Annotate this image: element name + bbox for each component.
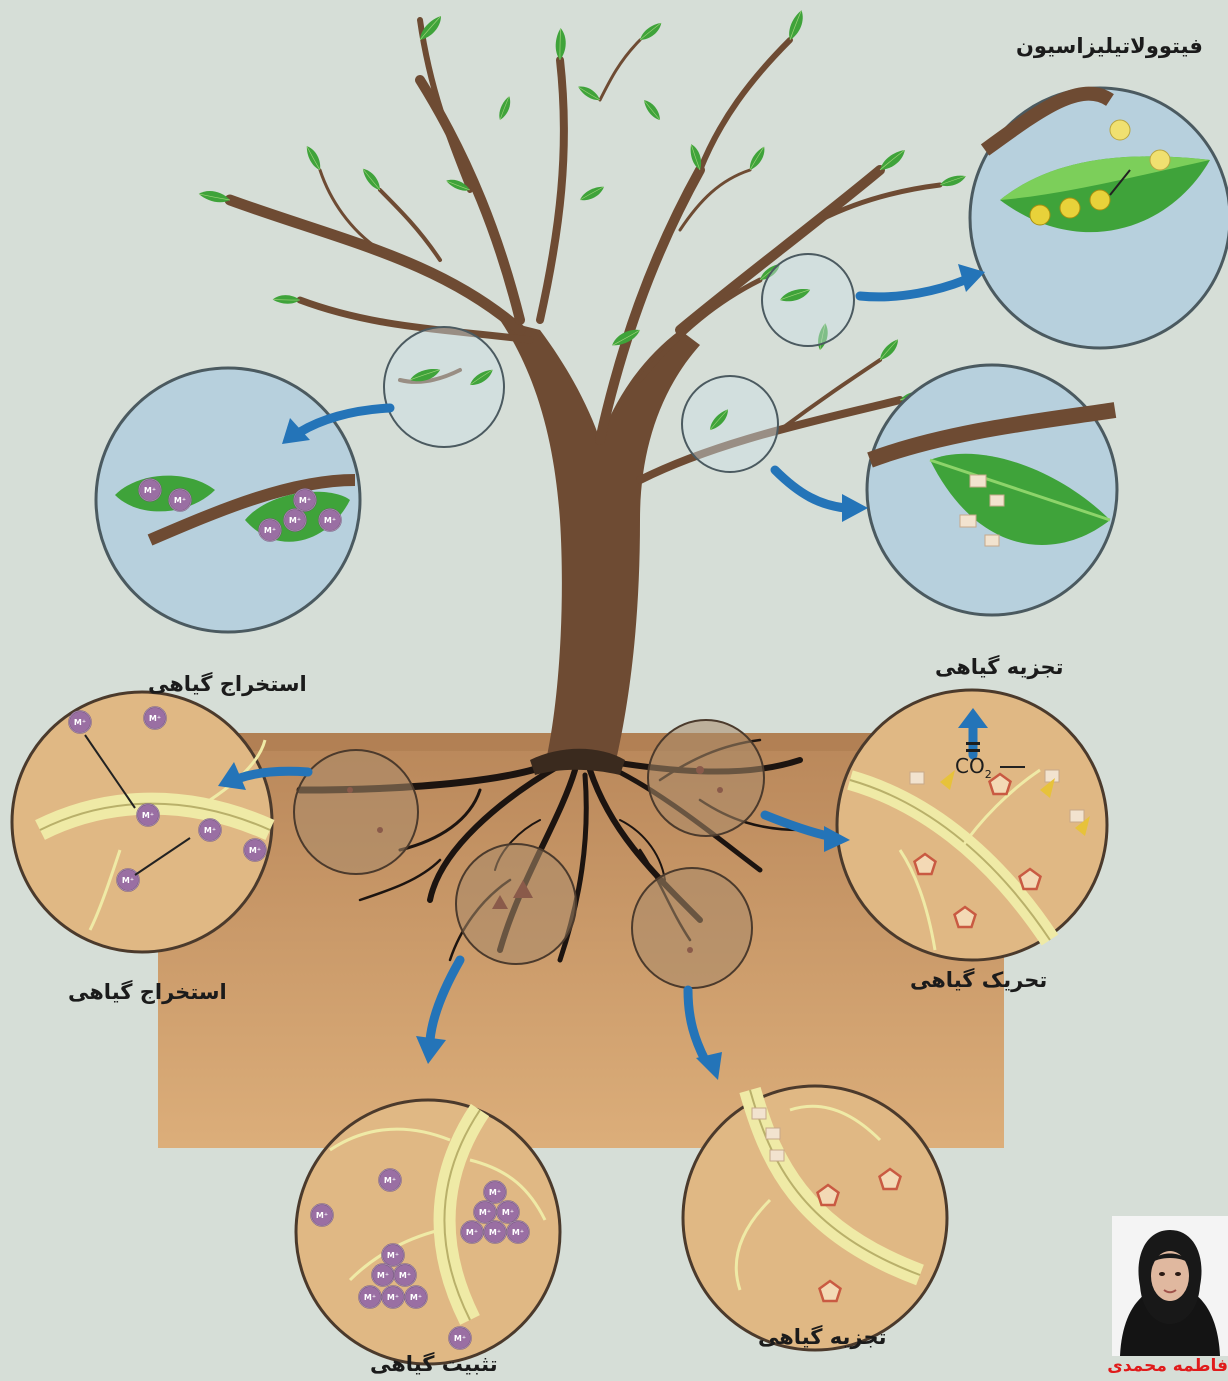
metal-ion-label: M⁺ — [316, 1211, 328, 1220]
metal-ion-label: M⁺ — [204, 826, 216, 835]
label-phytoextraction-lower: استخراج گیاهی — [68, 980, 227, 1004]
tree-trunk — [500, 320, 700, 775]
phytovolatilization-zoom — [970, 88, 1228, 348]
metal-ion-label: M⁺ — [299, 496, 311, 505]
co2-text: CO — [955, 754, 985, 778]
author-name: فاطمه محمدی — [1107, 1356, 1228, 1376]
metal-ion-label: M⁺ — [364, 1293, 376, 1302]
label-phytodegradation-lower: تجزیه گیاهی — [758, 1325, 887, 1349]
arrow-to-phytodegradation-upper — [775, 470, 845, 508]
label-phytoextraction-upper: استخراج گیاهی — [148, 672, 307, 696]
metal-ion-label: M⁺ — [410, 1293, 422, 1302]
metal-ion-label: M⁺ — [489, 1228, 501, 1237]
metal-ion-label: M⁺ — [144, 486, 156, 495]
metal-ion-label: M⁺ — [74, 718, 86, 727]
phytoextraction-zoom-upper — [96, 368, 360, 632]
metal-ion-label: M⁺ — [512, 1228, 524, 1237]
metal-ion-label: M⁺ — [174, 496, 186, 505]
metal-ion-label: M⁺ — [479, 1208, 491, 1217]
metal-ion-label: M⁺ — [387, 1251, 399, 1260]
label-phytovolatilization: فیتوولاتیلیزاسیون — [1016, 34, 1203, 58]
phytodegradation-zoom-lower — [683, 1086, 947, 1350]
metal-ion-label: M⁺ — [387, 1293, 399, 1302]
metal-ion-label: M⁺ — [399, 1271, 411, 1280]
metal-ion-label: M⁺ — [324, 516, 336, 525]
metal-ion-label: M⁺ — [489, 1188, 501, 1197]
metal-ion-label: M⁺ — [289, 516, 301, 525]
author-photo — [1112, 1216, 1228, 1356]
arrow-to-phytovolatilization — [860, 280, 965, 297]
metal-ion-label: M⁺ — [264, 526, 276, 535]
metal-ion-label: M⁺ — [466, 1228, 478, 1237]
metal-ion-label: M⁺ — [142, 811, 154, 820]
metal-ion-label: M⁺ — [249, 846, 261, 855]
metal-ion-label: M⁺ — [122, 876, 134, 885]
metal-ion-label: M⁺ — [384, 1176, 396, 1185]
metal-ion-label: M⁺ — [502, 1208, 514, 1217]
label-phytodegradation-upper: تجزیه گیاهی — [935, 655, 1064, 679]
label-phytostabilization: تثبیت گیاهی — [370, 1352, 498, 1376]
author-portrait-icon — [1112, 1216, 1228, 1356]
metal-ion-label: M⁺ — [149, 714, 161, 723]
phytodegradation-zoom-upper — [867, 365, 1117, 615]
phytoextraction-zoom-lower — [12, 692, 272, 952]
co2-subscript: 2 — [985, 768, 992, 781]
metal-ion-label: M⁺ — [454, 1334, 466, 1343]
metal-ion-label: M⁺ — [377, 1271, 389, 1280]
label-phytostimulation: تحریک گیاهی — [910, 968, 1047, 992]
